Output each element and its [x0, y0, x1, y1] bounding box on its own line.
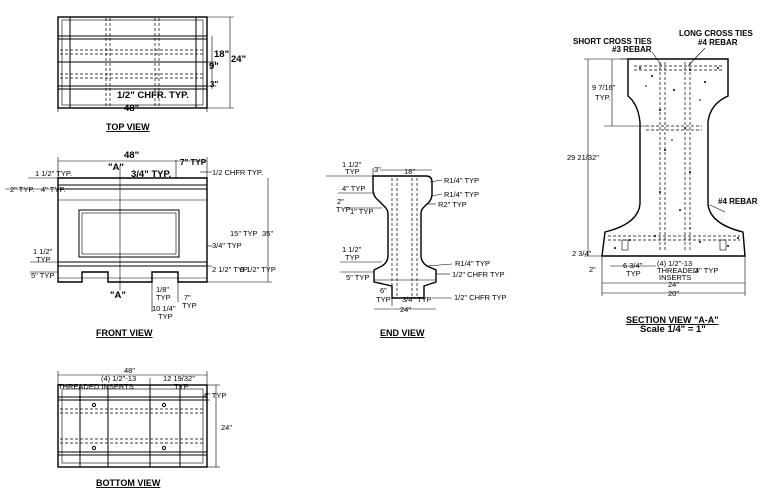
section-short-ties-1: SHORT CROSS TIES [573, 37, 652, 46]
end-dim-r-quarter-a: R1/4" TYP [444, 176, 479, 185]
section-short-ties-2: #3 REBAR [612, 45, 652, 54]
front-dim-48: 48" [124, 150, 139, 161]
end-dim-r-quarter-c: R1/4" TYP [455, 259, 490, 268]
top-dim-24: 24" [231, 54, 246, 65]
front-dim-half-chfr: 1/2 CHFR TYP. [212, 168, 263, 177]
front-section-mark-bottom: "A" [110, 290, 126, 301]
bottom-dim-48: 48" [124, 366, 135, 375]
front-view-title: FRONT VIEW [96, 328, 153, 338]
bottom-dim-typ-a: TYP [174, 382, 189, 391]
front-dim-one-half: 1 1/2" TYP. [35, 169, 72, 178]
bottom-dim-12: 12 19/32" [163, 374, 195, 383]
section-dim-inserts-2: THREADED [657, 266, 699, 275]
concrete-stipple [614, 67, 739, 249]
end-dim-one-half-mid: 1 1/2" [342, 245, 362, 254]
end-dim-24: 24" [400, 305, 411, 314]
end-dim-half-chfr-b: 1/2" CHFR TYP [454, 293, 507, 302]
end-view: 1 1/2" TYP 3" 18" 4" TYP R1/4" TYP R1/4"… [326, 160, 507, 338]
end-dim-5-typ: 5" TYP [346, 273, 369, 282]
front-dim-3-4: 3/4" TYP. [131, 169, 171, 180]
top-dim-48: 48" [124, 103, 139, 114]
end-dim-1-typ: 1" TYP [350, 207, 373, 216]
bottom-view: 48" (4) 1/2"-13 THREADED INSERTS 12 19/3… [57, 366, 232, 488]
top-view: 18" 24" 9" 3" 1/2" CHFR. TYP. 48" TOP VI… [57, 16, 246, 132]
end-dim-typ-mid: TYP [345, 253, 360, 262]
section-view: LONG CROSS TIES #4 REBAR SHORT CROSS TIE… [567, 29, 758, 335]
top-dim-9: 9" [209, 61, 219, 72]
bottom-dim-inserts-1: (4) 1/2"-13 [101, 374, 136, 383]
front-dim-5-typ: 5" TYP [31, 271, 54, 280]
front-dim-typ-b: TYP [182, 301, 197, 310]
section-dim-typ-b: TYP [626, 269, 641, 278]
bottom-dim-4-typ: 4" TYP [203, 391, 226, 400]
front-dim-15-typ: 15" TYP [230, 229, 258, 238]
front-dim-4-typ: 4" TYP. [41, 185, 66, 194]
front-dim-1-8: 1/8" [156, 285, 169, 294]
front-section-mark-top: "A" [108, 162, 124, 173]
front-dim-35: 35" [262, 229, 273, 238]
section-dim-2-3-4: 2 3/4" [572, 249, 592, 258]
bottom-dim-inserts-2: THREADED INSERTS [58, 382, 134, 391]
front-dim-2-half: 2 1/2" TYP [212, 265, 248, 274]
section-dim-2: 2" [589, 265, 596, 274]
section-dim-height: 29 21/32" [567, 153, 599, 162]
front-dim-7-typ: 7" TYP [180, 158, 207, 167]
section-view-scale: Scale 1/4" = 1" [640, 324, 706, 335]
section-long-ties-1: LONG CROSS TIES [679, 29, 753, 38]
end-dim-typ-top: TYP [345, 167, 360, 176]
end-dim-r-quarter-b: R1/4" TYP [444, 190, 479, 199]
end-dim-18: 18" [404, 167, 415, 176]
front-dim-9-half: 9 1/2" TYP [240, 265, 276, 274]
front-dim-one-half-left: 1 1/2" [33, 247, 53, 256]
top-view-title: TOP VIEW [106, 122, 150, 132]
end-dim-4-typ: 4" TYP [342, 184, 365, 193]
end-dim-half-chfr-a: 1/2" CHFR TYP [452, 270, 505, 279]
front-dim-typ-a: TYP [156, 293, 171, 302]
top-dim-18: 18" [214, 49, 229, 60]
end-dim-2: 2" [337, 197, 344, 206]
section-dim-inserts-3: INSERTS [659, 273, 691, 282]
bottom-view-title: BOTTOM VIEW [96, 478, 161, 488]
end-view-title: END VIEW [380, 328, 425, 338]
end-dim-one-half-top: 1 1/2" [342, 160, 362, 169]
end-dim-typ-6: TYP [376, 295, 391, 304]
end-dim-r-two: R2" TYP [438, 200, 467, 209]
section-dim-typ-a: TYP. [595, 93, 611, 102]
section-dim-20: 20" [668, 289, 679, 298]
section-dim-6-3-4: 6 3/4" [623, 261, 643, 270]
end-dim-typ-2: TYP [336, 205, 351, 214]
top-dim-chamfer: 1/2" CHFR. TYP. [117, 90, 189, 101]
section-dim-9-7-16: 9 7/16" [592, 83, 616, 92]
top-dim-3: 3" [210, 80, 218, 89]
front-dim-typ-left: TYP [36, 255, 51, 264]
section-dim-inserts-1: (4) 1/2"-13 [657, 259, 692, 268]
section-view-title: SECTION VIEW "A-A" [626, 315, 719, 325]
front-dim-3-4-typ-right: 3/4" TYP [212, 241, 242, 250]
section-dim-24: 24" [668, 280, 679, 289]
section-dim-rebar: #4 REBAR [718, 197, 758, 206]
end-dim-3-4-typ: 3/4" TYP [402, 295, 432, 304]
end-dim-6: 6" [380, 286, 387, 295]
section-long-ties-2: #4 REBAR [698, 38, 738, 47]
front-dim-typ-c: TYP [158, 312, 173, 321]
front-view: 48" "A" 3/4" TYP. 7" TYP 1/2 CHFR TYP. 1… [5, 150, 276, 338]
front-dim-10-quarter: 10 1/4" [152, 304, 176, 313]
front-dim-2-typ: 2" TYP. [10, 185, 35, 194]
section-dim-4-typ: 4" TYP [695, 266, 718, 275]
end-dim-3: 3" [374, 165, 381, 174]
front-dim-7: 7" [184, 293, 191, 302]
bottom-dim-24: 24" [221, 423, 232, 432]
